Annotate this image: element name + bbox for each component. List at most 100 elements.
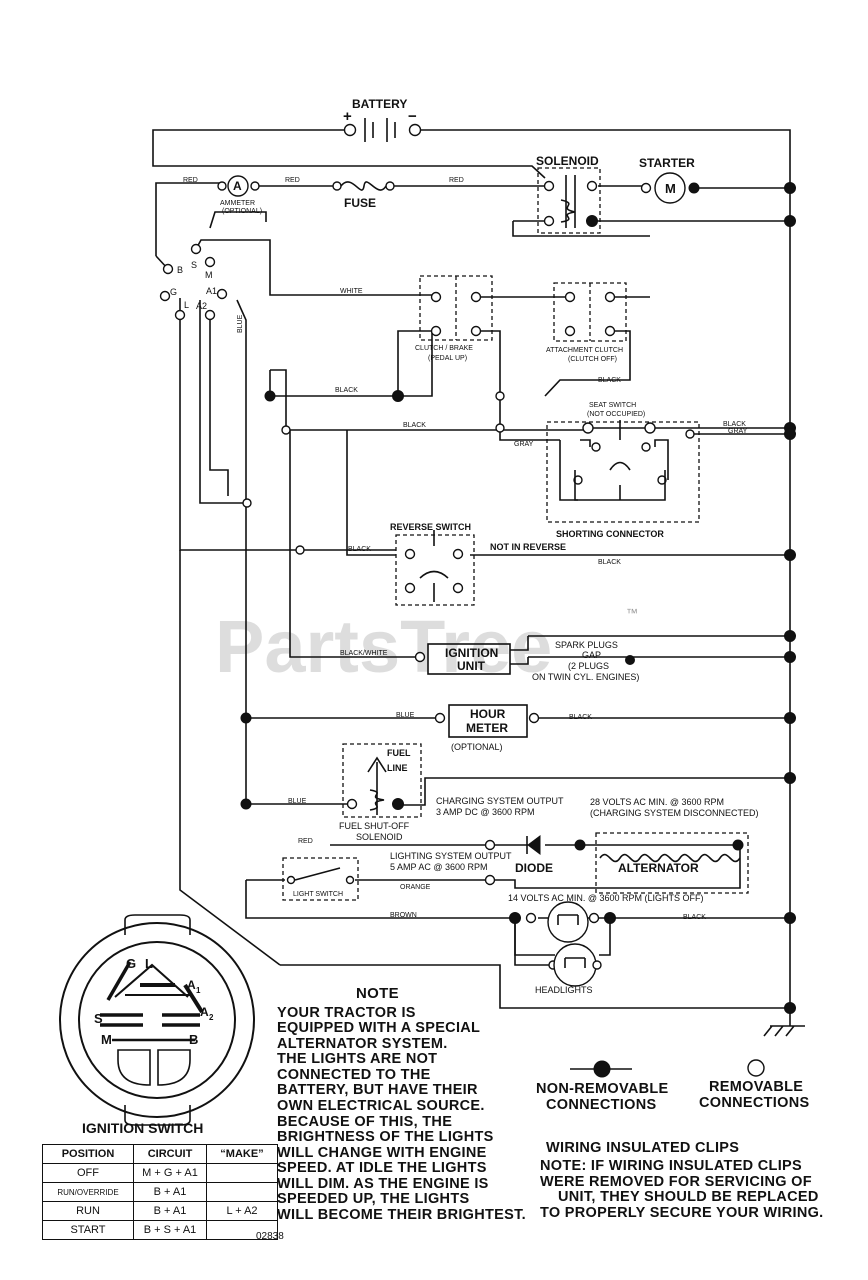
- battery-minus-icon: −: [408, 108, 417, 125]
- wire-color-label: GRAY: [728, 428, 748, 435]
- wire-color-label: WHITE: [340, 288, 363, 295]
- make-cell: [206, 1182, 278, 1202]
- note-line: CONNECTED TO THE: [277, 1067, 431, 1083]
- terminal-s-label: S: [191, 260, 197, 270]
- spark-plugs-label-4: ON TWIN CYL. ENGINES): [532, 672, 639, 682]
- position-cell: START: [42, 1220, 134, 1240]
- charging-output-label-1: CHARGING SYSTEM OUTPUT: [436, 796, 564, 806]
- hour-meter-label-1: HOUR: [470, 707, 506, 721]
- attachment-clutch-label: ATTACHMENT CLUTCH: [546, 347, 623, 354]
- circuit-cell: B + A1: [133, 1182, 207, 1202]
- fuel-shutoff-label-1: FUEL SHUT-OFF: [339, 821, 410, 831]
- starter-m-label: M: [665, 181, 676, 196]
- ignition-switch-title: IGNITION SWITCH: [82, 1120, 204, 1136]
- battery-label: BATTERY: [352, 97, 407, 111]
- column-header: CIRCUIT: [133, 1144, 207, 1164]
- note-line: BRIGHTNESS OF THE LIGHTS: [277, 1129, 494, 1145]
- seat-switch-label: SEAT SWITCH: [589, 402, 636, 409]
- starter-label: STARTER: [639, 156, 695, 170]
- charging-system: CHARGING SYSTEM OUTPUT 3 AMP DC @ 3600 R…: [390, 796, 759, 875]
- circuit-cell: B + A1: [133, 1201, 207, 1221]
- wire-color-label: BLACK: [598, 559, 621, 566]
- wire-color-label: BLACK: [403, 422, 426, 429]
- switch-g-label: G: [126, 956, 136, 971]
- diode-label: DIODE: [515, 861, 553, 875]
- position-cell: RUN/OVERRIDE: [42, 1182, 134, 1202]
- not-occupied-label: (NOT OCCUPIED): [587, 411, 645, 418]
- note-line: SPEED. AT IDLE THE LIGHTS: [277, 1160, 487, 1176]
- make-cell: [206, 1220, 278, 1240]
- ammeter-a-label: A: [233, 179, 242, 193]
- table-row: START B + S + A1: [42, 1220, 278, 1240]
- light-switch-label: LIGHT SWITCH: [293, 891, 343, 898]
- make-cell: [206, 1163, 278, 1183]
- battery: BATTERY + −: [343, 97, 422, 142]
- spark-plugs-label-1: SPARK PLUGS: [555, 640, 618, 650]
- note-line: SPEEDED UP, THE LIGHTS: [277, 1191, 469, 1207]
- table-header-row: POSITION CIRCUIT “MAKE”: [42, 1144, 278, 1164]
- terminal-m-label: M: [205, 270, 213, 280]
- switch-l-label: L: [145, 956, 153, 971]
- switch-m-label: M: [101, 1032, 112, 1047]
- spark-plugs-label-2: GAP: [582, 650, 601, 660]
- wire-color-label: BLACK: [569, 714, 592, 721]
- wire-color-label: BLACK: [335, 387, 358, 394]
- ammeter: A AMMETER (OPTIONAL): [217, 175, 262, 215]
- shorting-connector-label: SHORTING CONNECTOR: [556, 529, 664, 539]
- wire-color-label: BROWN: [390, 912, 417, 919]
- wire-color-label: GRAY: [514, 441, 534, 448]
- wire-color-label: RED: [285, 177, 300, 184]
- make-cell: L + A2: [206, 1201, 278, 1221]
- circuit-cell: M + G + A1: [133, 1163, 207, 1183]
- circuit-cell: B + S + A1: [133, 1220, 207, 1240]
- wire-color-label: BLUE: [288, 798, 307, 805]
- ignition-switch-terminals: B S M G A1 A2 L: [159, 243, 228, 321]
- not-in-reverse-label: NOT IN REVERSE: [490, 542, 566, 552]
- wire-color-label: BLACK: [348, 546, 371, 553]
- switch-a1-sub-label: 1: [196, 986, 201, 995]
- wire-color-label: BLUE: [396, 712, 415, 719]
- note-block: NOTE YOUR TRACTOR IS EQUIPPED WITH A SPE…: [277, 985, 526, 1223]
- note-line: ALTERNATOR SYSTEM.: [277, 1036, 448, 1052]
- light-switch: LIGHT SWITCH: [282, 857, 359, 901]
- ignition-unit-label-1: IGNITION: [445, 646, 498, 660]
- connection-legend: NON-REMOVABLE CONNECTIONS REMOVABLE CONN…: [536, 1059, 809, 1113]
- note-line: WILL CHANGE WITH ENGINE: [277, 1145, 487, 1161]
- clips-line: UNIT, THEY SHOULD BE REPLACED: [558, 1189, 819, 1205]
- ignition-unit: IGNITION UNIT SPARK PLUGS GAP (2 PLUGS O…: [414, 636, 639, 682]
- terminal-a1-label: A1: [206, 286, 217, 296]
- switch-s-label: S: [94, 1011, 103, 1026]
- fuse-label: FUSE: [344, 196, 376, 210]
- solenoid-label: SOLENOID: [536, 154, 599, 168]
- hour-meter-label-2: METER: [466, 721, 508, 735]
- clips-line: WERE REMOVED FOR SERVICING OF: [540, 1174, 812, 1190]
- volts-14-label: 14 VOLTS AC MIN. @ 3600 RPM (LIGHTS OFF): [508, 893, 704, 903]
- alternator: ALTERNATOR: [484, 832, 749, 894]
- headlights: HEADLIGHTS 14 VOLTS AC MIN. @ 3600 RPM (…: [508, 893, 704, 995]
- non-removable-label-2: CONNECTIONS: [546, 1097, 656, 1113]
- alternator-volts-label-2: (CHARGING SYSTEM DISCONNECTED): [590, 808, 759, 818]
- switch-a2-sub-label: 2: [209, 1013, 214, 1022]
- reverse-switch-label: REVERSE SWITCH: [390, 522, 471, 532]
- clips-line: TO PROPERLY SECURE YOUR WIRING.: [540, 1205, 824, 1221]
- note-line: BECAUSE OF THIS, THE: [277, 1114, 452, 1130]
- wires: [152, 129, 805, 1037]
- removable-connection-icon: [747, 1059, 765, 1077]
- ignition-switch-table: POSITION CIRCUIT “MAKE” OFF M + G + A1 R…: [42, 1144, 278, 1240]
- table-row: OFF M + G + A1: [42, 1163, 278, 1183]
- wire-color-label: BLACK: [723, 421, 746, 428]
- switch-a1-label: A: [187, 978, 196, 992]
- column-header: POSITION: [42, 1144, 134, 1164]
- non-removable-connection-icon: [593, 1060, 611, 1078]
- clips-title: WIRING INSULATED CLIPS: [546, 1140, 739, 1156]
- removable-label-2: CONNECTIONS: [699, 1095, 809, 1111]
- position-cell: OFF: [42, 1163, 134, 1183]
- watermark: PartsTree: [215, 605, 552, 688]
- position-cell: RUN: [42, 1201, 134, 1221]
- table-row: RUN B + A1 L + A2: [42, 1201, 278, 1221]
- table-row: RUN/OVERRIDE B + A1: [42, 1182, 278, 1202]
- ammeter-label: AMMETER: [220, 200, 255, 207]
- ignition-unit-label-2: UNIT: [457, 659, 486, 673]
- wire-color-label: BLUE: [237, 314, 244, 333]
